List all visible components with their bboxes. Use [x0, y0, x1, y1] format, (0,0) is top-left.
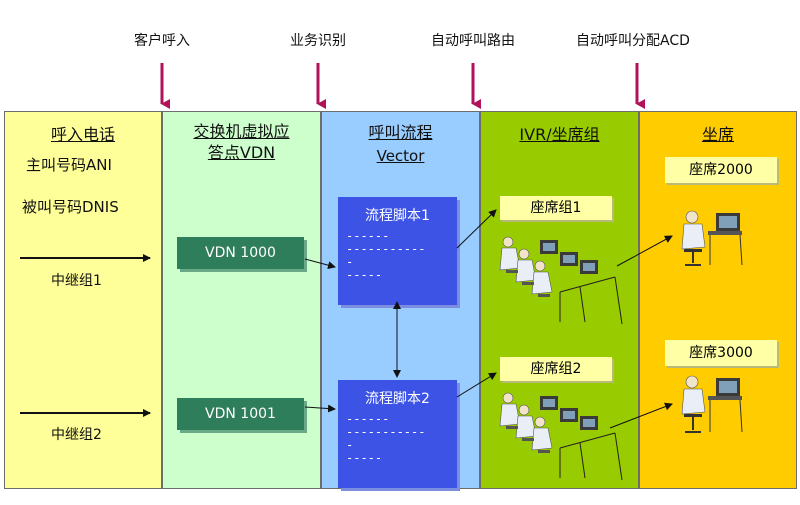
flow-script-1-lines: ------ ----------- - ----- — [346, 229, 426, 282]
label-customer-call-in: 客户呼入 — [134, 33, 190, 49]
operator-2000-icon — [681, 210, 743, 266]
dnis-label: 被叫号码DNIS — [22, 198, 119, 216]
column-title-flow: 呼叫流程 — [368, 123, 433, 142]
operator-group-1-icon — [499, 236, 623, 325]
column-title-vdn-line1: 交换机虚拟应 — [193, 122, 290, 141]
flow-script-2-title: 流程脚本2 — [365, 391, 430, 407]
label-auto-routing: 自动呼叫路由 — [431, 33, 515, 49]
label-auto-acd: 自动呼叫分配ACD — [576, 33, 690, 49]
column-subtitle-vector: Vector — [376, 147, 425, 165]
ani-label: 主叫号码ANI — [26, 156, 112, 174]
trunk-arrows — [20, 254, 151, 417]
agent-group-1-label: 座席组1 — [500, 196, 612, 220]
agent-group-2-label: 座席组2 — [500, 357, 612, 381]
column-vdn: 交换机虚拟应 答点VDN VDN 1000 VDN 1001 — [162, 111, 321, 489]
flow-script-2-box: 流程脚本2 ------ ----------- - ----- — [338, 380, 457, 488]
column-call-flow: 呼叫流程 Vector 流程脚本1 ------ ----------- - -… — [321, 111, 480, 489]
flow-script-2-lines: ------ ----------- - ----- — [346, 412, 426, 465]
trunk-group-2-label: 中继组2 — [51, 427, 102, 443]
column-title-incoming: 呼入电话 — [50, 125, 115, 144]
agent-3000-label: 座席3000 — [665, 340, 777, 366]
label-service-identify: 业务识别 — [290, 33, 346, 49]
column-title-vdn-line2: 答点VDN — [207, 143, 276, 162]
flow-script-1-title: 流程脚本1 — [365, 208, 430, 224]
vdn-1001-box: VDN 1001 — [177, 398, 304, 430]
trunk-group-1-label: 中继组1 — [51, 273, 102, 289]
flow-connectors — [304, 209, 673, 429]
column-agents: 坐席 座席2000 座席3000 — [639, 111, 797, 489]
operator-3000-icon — [681, 375, 743, 433]
flow-script-1-box: 流程脚本1 ------ ----------- - ----- — [338, 197, 457, 305]
column-incoming-calls: 呼入电话 主叫号码ANI 被叫号码DNIS 中继组1 中继组2 — [4, 111, 162, 489]
column-title-agents: 坐席 — [701, 125, 734, 144]
column-title-ivr: IVR/坐席组 — [519, 125, 600, 144]
operator-group-2-icon — [499, 392, 623, 481]
vdn-1000-box: VDN 1000 — [177, 237, 304, 269]
agent-2000-label: 座席2000 — [665, 157, 777, 183]
stage-marker-arrows — [160, 63, 645, 109]
